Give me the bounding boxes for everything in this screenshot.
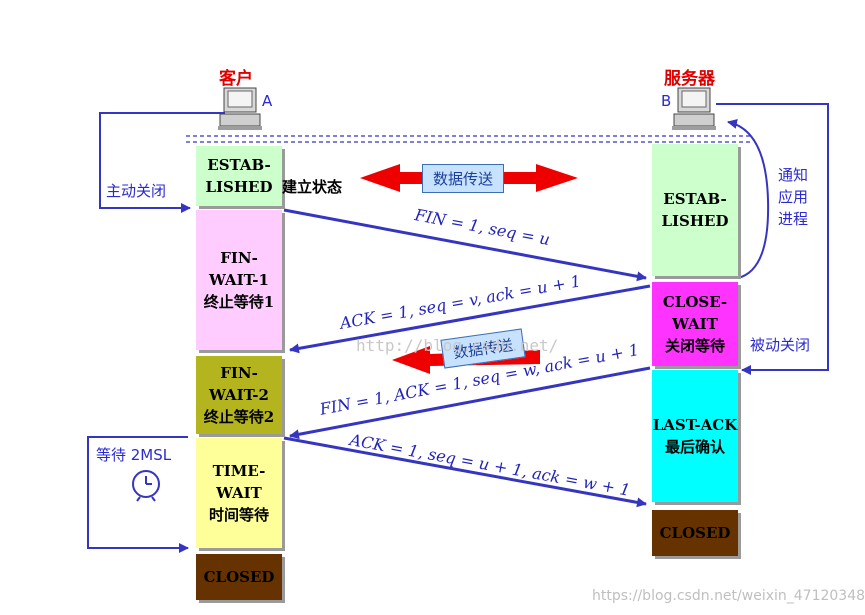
server-state-last-ack-label: LAST-ACK 最后确认 bbox=[652, 416, 738, 456]
client-state-fin-wait-2: FIN-WAIT-2 终止等待2 bbox=[196, 356, 282, 434]
client-state-closed-label: CLOSED bbox=[203, 568, 275, 586]
msg-arrow-2 bbox=[289, 284, 651, 354]
computer-icon bbox=[672, 87, 716, 130]
server-title: 服务器 bbox=[664, 69, 715, 89]
wait-2msl-line bbox=[87, 436, 189, 553]
notify-app-curve bbox=[727, 118, 770, 279]
wait-2msl-label: 等待 2MSL bbox=[96, 446, 172, 464]
server-state-closed-label: CLOSED bbox=[659, 524, 731, 542]
client-letter: A bbox=[262, 92, 273, 110]
client-state-established-label: ESTAB- LISHED bbox=[205, 156, 273, 196]
client-state-fin-wait-1: FIN-WAIT-1 终止等待1 bbox=[196, 210, 282, 350]
msg-arrow-3 bbox=[289, 366, 651, 440]
server-state-last-ack: LAST-ACK 最后确认 bbox=[652, 370, 738, 502]
server-letter: B bbox=[661, 92, 672, 110]
client-state-time-wait: TIME-WAIT 时间等待 bbox=[196, 438, 282, 548]
client-state-closed: CLOSED bbox=[196, 554, 282, 600]
client-state-fin-wait-2-label: FIN-WAIT-2 终止等待2 bbox=[203, 364, 275, 426]
msg-arrow-4 bbox=[283, 436, 647, 508]
watermark-footer: https://blog.csdn.net/weixin_47120348 bbox=[592, 588, 865, 604]
clock-icon bbox=[132, 470, 160, 502]
msg-arrow-1 bbox=[283, 208, 647, 282]
watermark-center: http://blog.csdn.net/ bbox=[356, 336, 559, 355]
computer-icon bbox=[218, 87, 262, 130]
active-close-label: 主动关闭 bbox=[106, 182, 167, 200]
server-state-closed: CLOSED bbox=[652, 510, 738, 556]
notify-app-label: 通知 应用 进程 bbox=[778, 166, 809, 228]
server-state-established-label: ESTAB- LISHED bbox=[661, 190, 729, 230]
server-state-close-wait-label: CLOSE-WAIT 关闭等待 bbox=[662, 293, 728, 355]
established-note: 建立状态 bbox=[282, 178, 343, 196]
active-close-line bbox=[99, 112, 225, 213]
client-state-fin-wait-1-label: FIN-WAIT-1 终止等待1 bbox=[203, 249, 275, 311]
server-state-established: ESTAB- LISHED bbox=[652, 144, 738, 276]
client-title: 客户 bbox=[219, 69, 253, 89]
client-state-time-wait-label: TIME-WAIT 时间等待 bbox=[208, 462, 269, 524]
passive-close-line bbox=[716, 103, 829, 375]
passive-close-label: 被动关闭 bbox=[750, 336, 811, 354]
client-state-established: ESTAB- LISHED bbox=[196, 146, 282, 206]
data-transfer-label-1: 数据传送 bbox=[422, 164, 505, 193]
server-state-close-wait: CLOSE-WAIT 关闭等待 bbox=[652, 282, 738, 366]
